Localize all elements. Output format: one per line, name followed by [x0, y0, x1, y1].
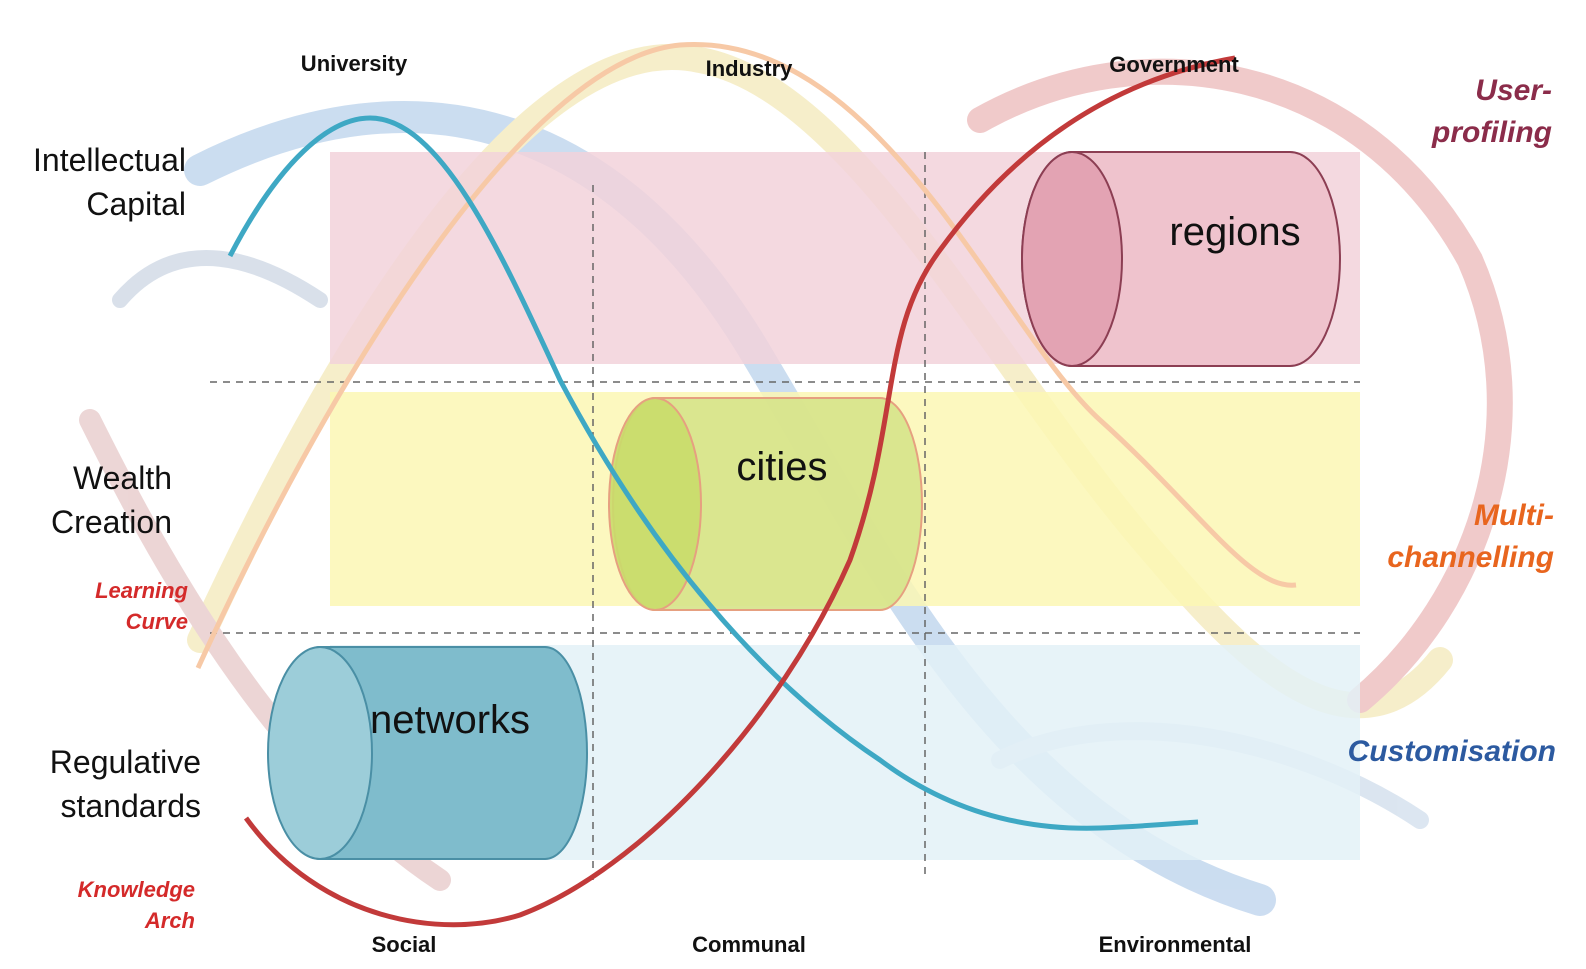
column-social: Social: [371, 932, 437, 957]
blue-curve: [227, 115, 1199, 831]
label-multi-channelling: Multi- channelling: [1387, 499, 1554, 574]
label-customisation: Customisation: [1347, 735, 1556, 768]
label-intellectual-capital: Intellectual Capital: [33, 142, 186, 222]
cities-cylinder: cities: [608, 397, 923, 611]
column-environmental: Environmental: [1098, 932, 1252, 957]
peach-curve: [195, 42, 1297, 670]
networks-label: networks: [370, 698, 530, 742]
column-university: University: [300, 51, 408, 76]
label-regulative-standards: Regulative standards: [49, 744, 201, 824]
regions-cylinder: regions: [1021, 151, 1341, 367]
column-industry: Industry: [705, 56, 793, 81]
label-knowledge-arch: Knowledge Arch: [77, 877, 195, 933]
regions-label: regions: [1169, 210, 1300, 254]
cities-label: cities: [736, 445, 827, 489]
column-government: Government: [1109, 52, 1239, 77]
networks-cylinder: networks: [267, 646, 588, 860]
column-communal: Communal: [692, 932, 806, 957]
red-curve: [243, 55, 1236, 928]
label-wealth-creation: Wealth Creation: [51, 460, 172, 540]
label-learning-curve: Learning Curve: [95, 578, 188, 634]
label-user-profiling: User- profiling: [1432, 74, 1552, 149]
